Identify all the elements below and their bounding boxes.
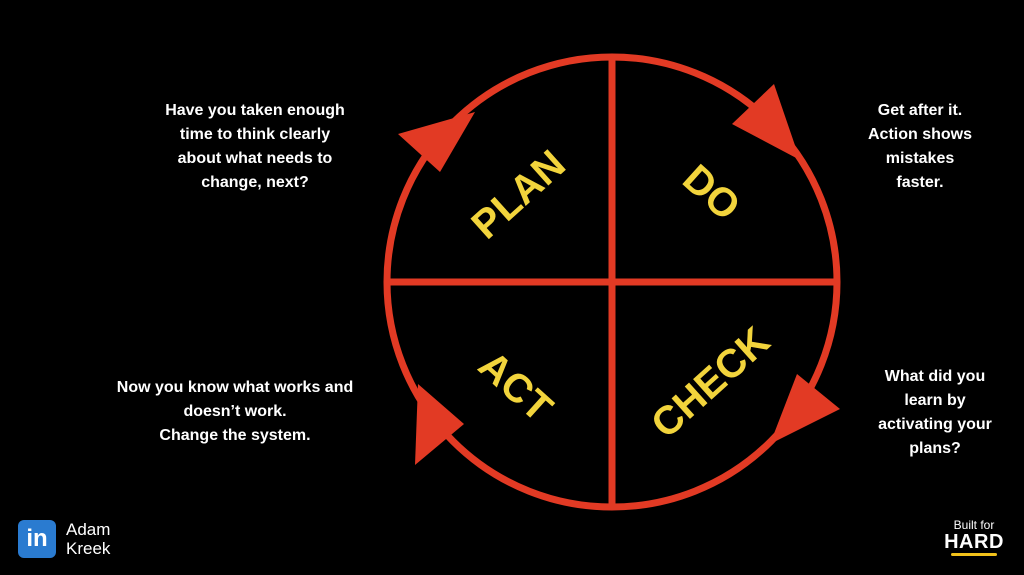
caption-plan-line: Have you taken enough — [165, 102, 345, 119]
caption-act-line: Change the system. — [159, 427, 311, 444]
cycle-arrows — [398, 84, 840, 465]
caption-plan-line: time to think clearly — [179, 126, 331, 143]
caption-plan-line: change, next? — [201, 174, 309, 191]
arrow-act-to-plan-icon — [415, 384, 464, 465]
caption-act-line: Now you know what works and — [116, 379, 354, 396]
caption-check-line: plans? — [909, 440, 961, 457]
author-first-name: Adam — [66, 520, 111, 539]
built-for-hard-logo: Built for HARD — [944, 518, 1004, 556]
caption-plan: Have you taken enough time to think clea… — [140, 99, 370, 195]
arrow-check-to-act-icon — [770, 374, 840, 444]
quadrant-label-do: DO — [674, 156, 748, 229]
author-name: Adam Kreek — [66, 520, 110, 558]
caption-check-line: activating your — [878, 416, 992, 433]
cycle-ring — [383, 53, 841, 511]
logo-tagline-big: HARD — [944, 531, 1004, 553]
arrow-do-to-check-icon — [732, 84, 800, 160]
author-last-name: Kreek — [66, 539, 111, 558]
caption-act-line: doesn’t work. — [183, 403, 287, 420]
caption-plan-line: about what needs to — [177, 150, 333, 167]
logo-tagline-small: Built for — [953, 518, 995, 532]
caption-do-line: mistakes — [885, 150, 955, 167]
arrow-plan-to-do-icon — [398, 112, 475, 172]
quadrant-label-act: ACT — [470, 343, 561, 431]
caption-check-line: What did you — [884, 368, 986, 385]
quadrant-label-check: CHECK — [643, 319, 778, 447]
quadrant-labels: PLAN DO CHECK ACT — [463, 142, 778, 447]
caption-do-line: faster. — [896, 174, 944, 191]
caption-do-line: Action shows — [867, 126, 972, 143]
author-branding: in Adam Kreek — [18, 519, 110, 559]
linkedin-icon[interactable]: in — [18, 520, 56, 558]
quadrant-label-plan: PLAN — [463, 142, 573, 248]
caption-do: Get after it. Action shows mistakes fast… — [845, 99, 995, 195]
caption-check-line: learn by — [904, 392, 966, 409]
caption-act: Now you know what works and doesn’t work… — [95, 376, 375, 448]
caption-check: What did you learn by activating your pl… — [855, 365, 1015, 461]
caption-do-line: Get after it. — [877, 102, 963, 119]
logo-underline-swoosh — [951, 553, 997, 556]
